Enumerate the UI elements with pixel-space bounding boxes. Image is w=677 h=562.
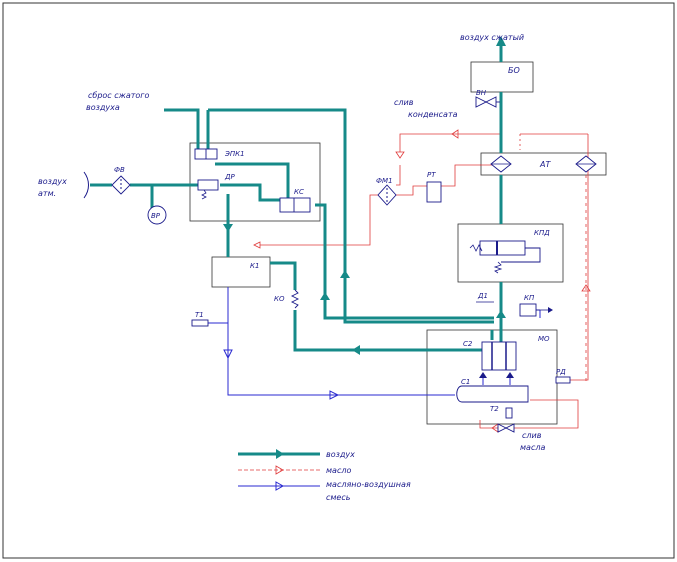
label-kp: КП (524, 294, 535, 302)
label-compressed-air: воздух сжатый (460, 33, 524, 42)
label-condensate-2: конденсата (408, 110, 458, 119)
kpd-box (457, 223, 564, 283)
vn-valve (475, 96, 500, 108)
label-k1: К1 (250, 262, 259, 270)
bo-box (470, 61, 534, 93)
c2-separator (479, 341, 517, 378)
rt-thermostat (426, 181, 442, 203)
label-dr: ДР (224, 173, 235, 181)
legend-oil: масло (326, 466, 351, 475)
label-oil-drain-1: слив (522, 431, 542, 440)
label-vr: ВР (151, 212, 161, 220)
label-mo: МО (538, 335, 550, 343)
rd-valve (555, 376, 571, 384)
label-c2: С2 (463, 340, 473, 348)
label-vn: ВН (476, 89, 487, 97)
label-oil-drain-2: масла (520, 443, 545, 452)
at-box (480, 152, 607, 176)
oil-drain-valve (497, 423, 515, 433)
epk-block-box (189, 142, 321, 222)
legend-mix-2: смесь (326, 493, 351, 502)
label-epk1: ЭПК1 (224, 150, 245, 158)
ks-valve (279, 197, 311, 213)
t2-sensor (505, 407, 513, 419)
label-rd: РД (556, 368, 566, 376)
label-at: АТ (539, 160, 551, 169)
kpd-valve (469, 240, 541, 274)
label-ko: КО (274, 295, 285, 303)
at-exchanger (490, 155, 597, 173)
fv-filter (111, 175, 131, 195)
dr-regulator (197, 179, 219, 191)
label-ks: КС (294, 188, 304, 196)
k1-box (211, 256, 271, 288)
ko-valve (290, 289, 300, 309)
kp-valve (519, 303, 537, 317)
label-rt: РТ (427, 171, 436, 179)
legend: воздух масло масляно-воздушная смесь (238, 449, 411, 502)
label-fv: ФВ (114, 166, 125, 174)
legend-mix-1: масляно-воздушная (326, 480, 411, 489)
label-discharge-2: воздуха (86, 103, 120, 112)
c1-tank (456, 385, 529, 403)
fm1-filter (377, 184, 397, 206)
label-d1: Д1 (477, 292, 488, 300)
label-condensate-1: слив (394, 98, 414, 107)
atm-inlet (83, 171, 89, 199)
label-atm-1: воздух (38, 177, 67, 186)
t1-sensor (191, 319, 209, 327)
air-lines (90, 46, 503, 352)
label-fm1: ФМ1 (376, 177, 393, 185)
label-bo: БО (508, 66, 520, 75)
label-kpd: КПД (534, 229, 550, 237)
label-atm-2: атм. (38, 189, 56, 198)
label-c1: С1 (461, 378, 470, 386)
mix-lines (208, 287, 541, 396)
label-t1: Т1 (195, 311, 204, 319)
label-t2: Т2 (490, 405, 499, 413)
legend-air: воздух (326, 450, 355, 459)
label-discharge-1: сброс сжатого (88, 91, 150, 100)
vr-gauge (147, 205, 167, 225)
